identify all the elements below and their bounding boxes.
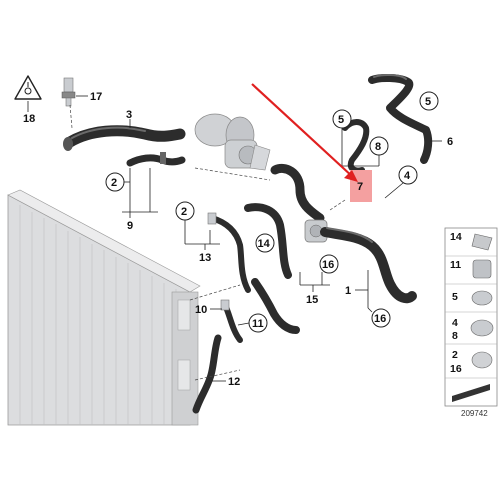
callout-4: 4 (404, 170, 411, 182)
clamp-small-icon (471, 351, 493, 369)
hose-14 (244, 163, 325, 279)
callout-5b: 5 (425, 96, 431, 108)
legend-label-3b: 8 (452, 330, 458, 342)
callout-13: 13 (199, 252, 211, 264)
hose-8 (342, 119, 370, 174)
callout-5a: 5 (338, 114, 344, 126)
callout-8: 8 (375, 141, 381, 153)
callout-18: 18 (23, 113, 35, 125)
thermostat-housing (304, 219, 328, 243)
warning-sign-icon (14, 75, 42, 100)
callout-2a: 2 (111, 177, 117, 189)
legend-panel: 14 11 5 4 8 2 16 (444, 227, 498, 407)
legend-label-1: 11 (450, 259, 461, 271)
clamp-spring-icon (471, 233, 493, 251)
red-arrow-icon (251, 83, 358, 182)
wedge-icon (452, 384, 490, 402)
callout-17: 17 (90, 91, 102, 103)
callout-14: 14 (258, 238, 271, 250)
hose-1 (320, 227, 417, 304)
callout-7: 7 (357, 181, 363, 193)
callout-16a: 16 (322, 259, 334, 271)
reference-number: 209742 (461, 409, 488, 418)
temperature-sensor (61, 77, 76, 107)
hose-13 (207, 212, 251, 293)
legend-label-3a: 4 (452, 317, 458, 329)
clamp-ring-icon (471, 290, 493, 306)
clamp-wide-icon (470, 319, 494, 337)
callout-9: 9 (127, 220, 133, 232)
callout-1: 1 (345, 285, 351, 297)
legend-label-0: 14 (450, 231, 462, 243)
clamp-band-icon (472, 259, 492, 279)
hose-3 (63, 125, 186, 151)
legend-label-4b: 16 (450, 363, 462, 375)
callout-2b: 2 (181, 206, 187, 218)
callout-10: 10 (195, 304, 207, 316)
radiator (7, 189, 201, 426)
turbocharger (194, 113, 271, 171)
callout-3: 3 (126, 109, 132, 121)
callout-6: 6 (447, 136, 453, 148)
hose-lower (192, 278, 300, 414)
callout-15: 15 (306, 294, 318, 306)
hose-6 (368, 73, 433, 164)
legend-label-4a: 2 (452, 349, 458, 361)
callout-16b: 16 (374, 313, 386, 325)
legend-label-2: 5 (452, 291, 458, 303)
hose-small-upper (126, 152, 186, 167)
callout-11: 11 (252, 318, 264, 330)
callout-12: 12 (228, 376, 240, 388)
